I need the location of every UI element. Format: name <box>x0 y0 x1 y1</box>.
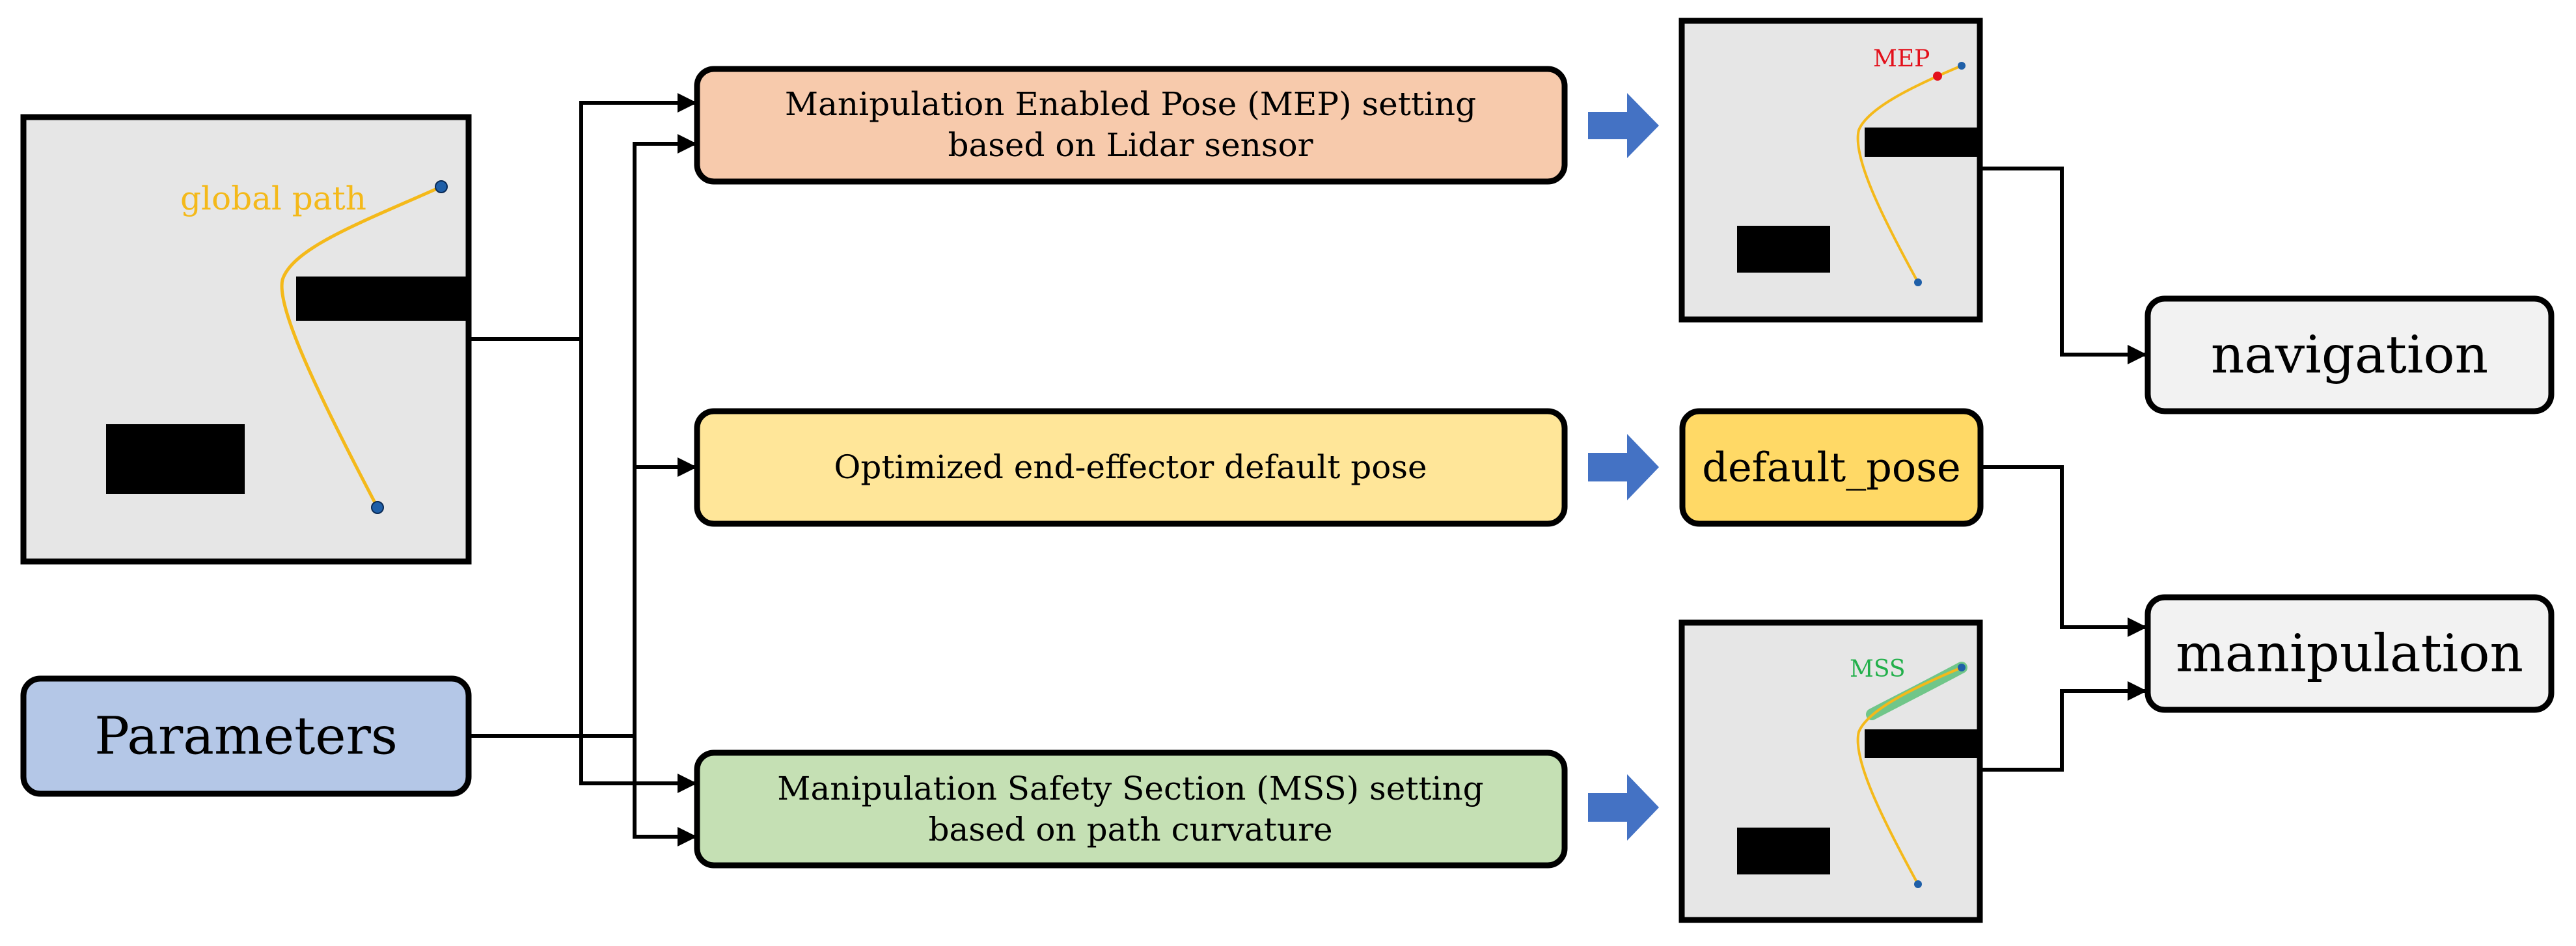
default-to-manipulation-connector <box>1980 465 2147 637</box>
manipulation-label: manipulation <box>2176 623 2523 684</box>
parameters-connector <box>469 134 697 738</box>
mep-map-frame <box>1679 18 1983 323</box>
mss-path-line <box>1856 666 1962 885</box>
output-connectors <box>1980 167 2147 772</box>
mss-block-arrow <box>1588 774 1659 841</box>
mep-process-line1: Manipulation Enabled Pose (MEP) setting <box>785 85 1476 123</box>
mep-process-box <box>694 66 1568 185</box>
default-pose-process-box <box>694 408 1568 527</box>
mep-to-navigation-connector <box>1980 167 2147 364</box>
block-arrows <box>1588 93 1659 841</box>
global-path-label: global path <box>180 180 366 217</box>
mep-marker-label: MEP <box>1873 46 1930 72</box>
mep-obstacle-lower <box>1737 226 1830 273</box>
map-connector <box>469 93 697 341</box>
default-pose-process: Optimized end-effector default pose <box>694 408 1568 527</box>
mep-map: MEP <box>1679 18 1983 323</box>
mep-process-line2: based on Lidar sensor <box>948 126 1313 164</box>
mss-map: MSS <box>1679 619 1983 923</box>
mss-goal-point <box>1958 664 1966 671</box>
mss-marker-label: MSS <box>1850 656 1906 682</box>
mss-process-box <box>694 750 1568 869</box>
map-to-mss-connector <box>579 339 697 793</box>
navigation-box <box>2144 295 2555 414</box>
default-block-arrow <box>1588 434 1659 500</box>
mss-process: Manipulation Safety Section (MSS) settin… <box>694 750 1568 869</box>
obstacle-upper <box>296 277 469 321</box>
mep-path-line <box>1856 64 1962 283</box>
global-map: global path <box>20 114 472 565</box>
default-pose-output-label: default_pose <box>1702 444 1961 491</box>
manipulation-node: manipulation <box>2144 594 2555 713</box>
input-connectors <box>469 93 697 846</box>
mep-obstacle-upper <box>1865 128 1980 157</box>
global-map-frame <box>20 114 472 565</box>
parameters-label: Parameters <box>94 706 398 766</box>
mss-map-frame <box>1679 619 1983 923</box>
path-goal-point <box>435 180 448 193</box>
default-pose-process-label: Optimized end-effector default pose <box>834 448 1427 486</box>
navigation-node: navigation <box>2144 295 2555 414</box>
mep-goal-point <box>1958 62 1966 70</box>
mss-process-line2: based on path curvature <box>928 811 1332 848</box>
mss-process-line1: Manipulation Safety Section (MSS) settin… <box>777 770 1483 807</box>
mss-obstacle-upper <box>1865 729 1980 758</box>
mep-marker-point <box>1933 72 1942 81</box>
mss-to-manipulation-connector <box>1980 681 2147 772</box>
mep-process: Manipulation Enabled Pose (MEP) setting … <box>694 66 1568 185</box>
path-start-point <box>371 501 384 514</box>
parameters-node: Parameters <box>20 675 472 797</box>
manipulation-box <box>2144 594 2555 713</box>
mep-start-point <box>1914 278 1922 286</box>
mss-start-point <box>1914 880 1922 888</box>
parameters-to-mss-connector <box>633 736 697 846</box>
obstacle-lower <box>106 424 245 494</box>
mep-block-arrow <box>1588 93 1659 158</box>
navigation-label: navigation <box>2211 325 2488 385</box>
default-pose-output: default_pose <box>1679 408 1984 527</box>
global-path-line <box>280 185 443 509</box>
mss-obstacle-lower <box>1737 828 1830 874</box>
